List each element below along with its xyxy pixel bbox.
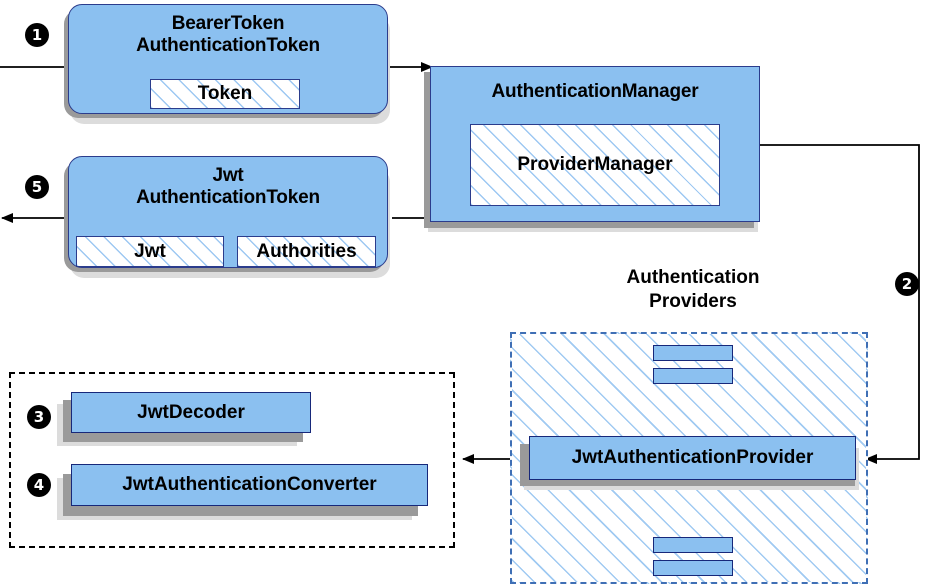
jwt-token-slot-authorities[interactable]: Authorities (237, 236, 376, 267)
bearer-token-slot-token[interactable]: Token (150, 79, 300, 109)
bearer-token-slot-label: Token (197, 83, 253, 104)
jwt-token-title: Jwt AuthenticationToken (136, 165, 320, 208)
provider-stub-bar-top-2 (653, 368, 733, 384)
provider-manager-label: ProviderManager (517, 154, 673, 175)
jwt-token-slot-jwt-label: Jwt (134, 240, 166, 262)
authentication-manager-slot-provider-manager[interactable]: ProviderManager (470, 124, 720, 206)
provider-stub-bar-bottom-2 (653, 560, 733, 576)
provider-stub-bar-bottom-1 (653, 537, 733, 553)
node-jwt-decoder[interactable]: JwtDecoder (71, 392, 311, 433)
bearer-token-title: BearerToken AuthenticationToken (136, 13, 320, 56)
step-bullet-2: 2 (895, 272, 919, 296)
step-bullet-5: 5 (25, 175, 49, 199)
step-bullet-3: 3 (27, 405, 51, 429)
jwt-authentication-provider-label: JwtAuthenticationProvider (571, 447, 814, 468)
jwt-token-slot-jwt[interactable]: Jwt (76, 236, 224, 267)
node-jwt-authentication-provider[interactable]: JwtAuthenticationProvider (529, 436, 856, 480)
authentication-providers-caption: Authentication Providers (626, 267, 760, 312)
jwt-authentication-converter-label: JwtAuthenticationConverter (122, 474, 377, 495)
authentication-manager-title: AuthenticationManager (491, 81, 699, 102)
jwt-decoder-label: JwtDecoder (137, 401, 245, 423)
line-manager-to-provider (760, 144, 920, 464)
jwt-token-slot-authorities-label: Authorities (256, 240, 357, 262)
node-bearer-token-authentication-token[interactable]: BearerToken AuthenticationToken (68, 4, 388, 114)
node-jwt-authentication-converter[interactable]: JwtAuthenticationConverter (71, 464, 428, 506)
provider-stub-bar-top-1 (653, 345, 733, 361)
step-bullet-1: 1 (25, 23, 49, 47)
step-bullet-4: 4 (27, 473, 51, 497)
